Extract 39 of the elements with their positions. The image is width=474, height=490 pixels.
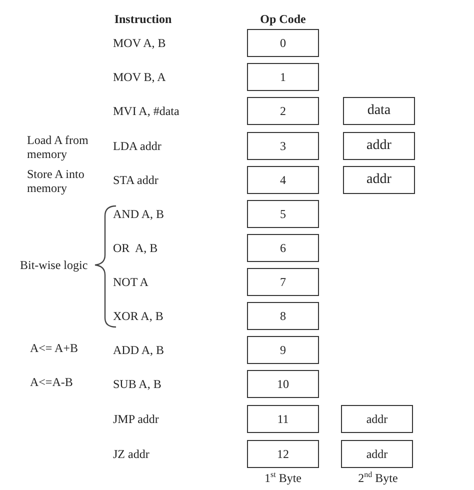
- instruction-text: MOV A, B: [113, 36, 166, 50]
- opcode-box: 9: [247, 336, 319, 364]
- opcode-box: 7: [247, 268, 319, 296]
- column-caption: 1$^{st}$ Byte: [264, 471, 302, 485]
- opcode-box: 1: [247, 63, 319, 91]
- description-text: Bit-wise logic: [20, 258, 88, 272]
- instruction-text: STA addr: [113, 173, 158, 187]
- opcode-box: addr: [341, 405, 413, 433]
- opcode-box: 4: [247, 166, 319, 194]
- instruction-text: LDA addr: [113, 139, 162, 153]
- opcode-box: 11: [247, 405, 319, 433]
- instruction-text: SUB A, B: [113, 377, 162, 391]
- opcode-box: 12: [247, 440, 319, 468]
- opcode-box: 10: [247, 370, 319, 398]
- instruction-text: AND A, B: [113, 207, 164, 221]
- opcode-box: 8: [247, 302, 319, 330]
- opcode-box: data: [343, 97, 415, 125]
- opcode-box: addr: [343, 166, 415, 194]
- opcode-box: addr: [343, 132, 415, 160]
- opcode-box: 0: [247, 29, 319, 57]
- column-header: Instruction: [114, 12, 172, 26]
- instruction-text: MVI A, #data: [113, 104, 180, 118]
- instruction-text: JZ addr: [113, 447, 150, 461]
- description-text: A<=A-B: [30, 375, 73, 389]
- opcode-box: 2: [247, 97, 319, 125]
- instruction-text: MOV B, A: [113, 70, 166, 84]
- instruction-text: OR A, B: [113, 241, 158, 255]
- opcode-box: 6: [247, 234, 319, 262]
- opcode-box: addr: [341, 440, 413, 468]
- column-header: Op Code: [260, 12, 306, 26]
- instruction-text: JMP addr: [113, 412, 159, 426]
- instruction-text: NOT A: [113, 275, 148, 289]
- instruction-text: ADD A, B: [113, 343, 164, 357]
- opcode-box: 5: [247, 200, 319, 228]
- description-text: Load A from memory: [27, 133, 90, 161]
- instruction-text: XOR A, B: [113, 309, 164, 323]
- description-text: Store A into memory: [27, 167, 86, 195]
- description-text: A<= A+B: [30, 341, 78, 355]
- opcode-box: 3: [247, 132, 319, 160]
